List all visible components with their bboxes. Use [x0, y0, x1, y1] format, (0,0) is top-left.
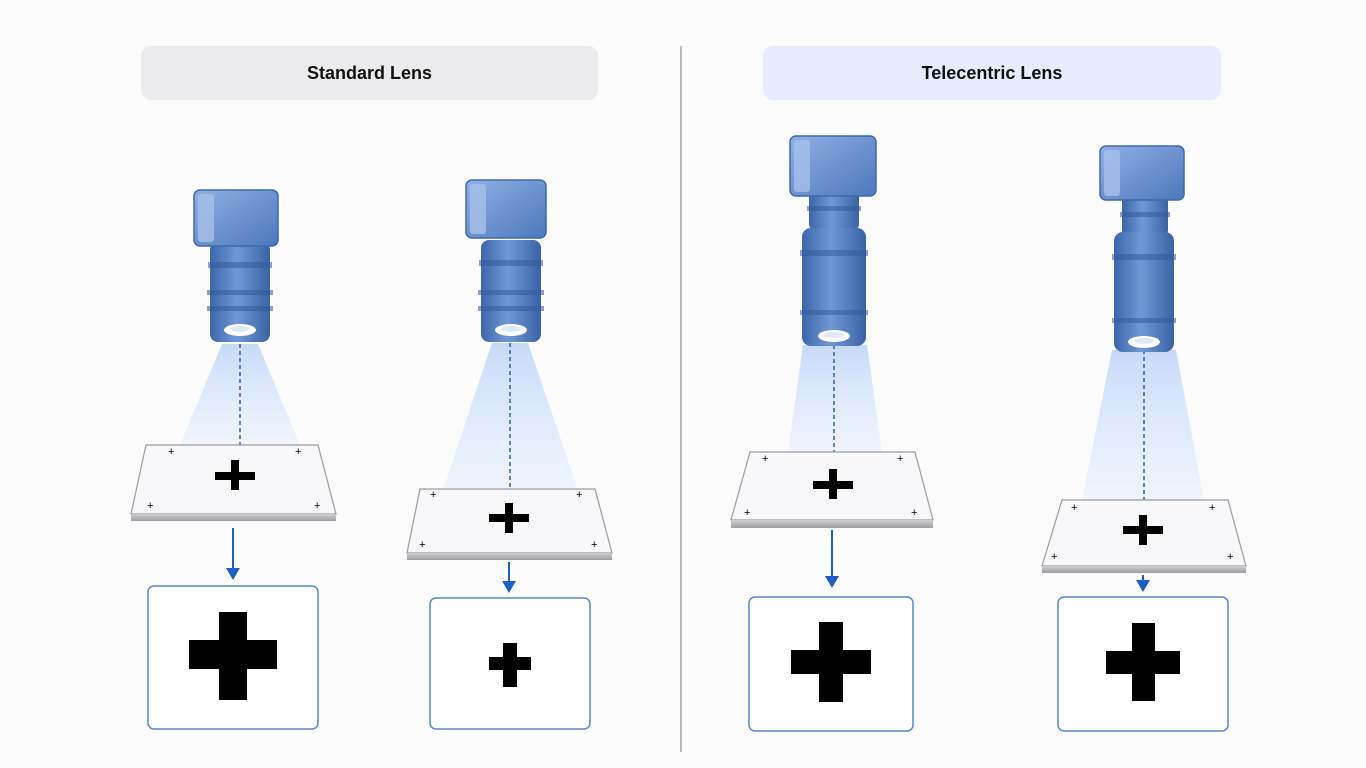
plus-mark-icon	[489, 503, 529, 533]
svg-text:+: +	[1071, 502, 1077, 514]
svg-text:+: +	[168, 446, 174, 458]
svg-text:+: +	[1209, 502, 1215, 514]
telecentric-lens-near-setup: + + + +	[730, 135, 934, 732]
object-plate: + + + +	[1041, 499, 1247, 573]
svg-text:+: +	[762, 453, 768, 465]
object-plate: + + + +	[406, 488, 613, 560]
image-frame-small	[429, 597, 591, 730]
standard-lens-header: Standard Lens	[141, 46, 598, 100]
svg-text:+: +	[314, 500, 320, 512]
plus-mark-icon	[1123, 515, 1163, 545]
plus-mark-icon	[189, 612, 277, 700]
telecentric-lens-title: Telecentric Lens	[921, 62, 1063, 83]
standard-lens-far-setup: + + + +	[406, 179, 613, 730]
object-plate: + + + +	[730, 451, 934, 528]
svg-text:+: +	[295, 446, 301, 458]
image-frame-large	[748, 596, 914, 732]
down-arrow-icon	[1136, 575, 1150, 592]
svg-text:+: +	[1227, 551, 1233, 563]
plus-mark-icon	[215, 460, 255, 490]
light-cone	[788, 345, 882, 452]
image-frame-large	[147, 585, 319, 730]
camera-icon	[193, 189, 279, 342]
down-arrow-icon	[226, 528, 240, 580]
svg-text:+: +	[591, 539, 597, 551]
svg-text:+: +	[911, 507, 917, 519]
camera-icon	[789, 135, 877, 346]
standard-lens-title: Standard Lens	[306, 62, 433, 83]
light-cone	[1082, 350, 1204, 500]
svg-text:+: +	[147, 500, 153, 512]
object-plate: + + + +	[130, 444, 337, 521]
camera-icon	[465, 179, 547, 342]
down-arrow-icon	[825, 530, 839, 588]
image-frame-large	[1057, 596, 1229, 732]
svg-text:+: +	[1051, 551, 1057, 563]
svg-text:+: +	[430, 489, 436, 501]
svg-text:+: +	[576, 489, 582, 501]
svg-text:+: +	[419, 539, 425, 551]
plus-mark-icon	[791, 622, 871, 702]
plus-mark-icon	[813, 469, 853, 499]
telecentric-lens-header: Telecentric Lens	[763, 46, 1221, 100]
camera-icon	[1099, 145, 1185, 352]
svg-text:+: +	[897, 453, 903, 465]
svg-text:+: +	[744, 507, 750, 519]
telecentric-lens-far-setup: + + + +	[1041, 145, 1247, 732]
standard-lens-near-setup: + + + +	[130, 189, 337, 730]
panel-divider	[680, 46, 682, 752]
plus-mark-icon	[489, 643, 531, 687]
down-arrow-icon	[502, 562, 516, 593]
plus-mark-icon	[1106, 623, 1180, 701]
